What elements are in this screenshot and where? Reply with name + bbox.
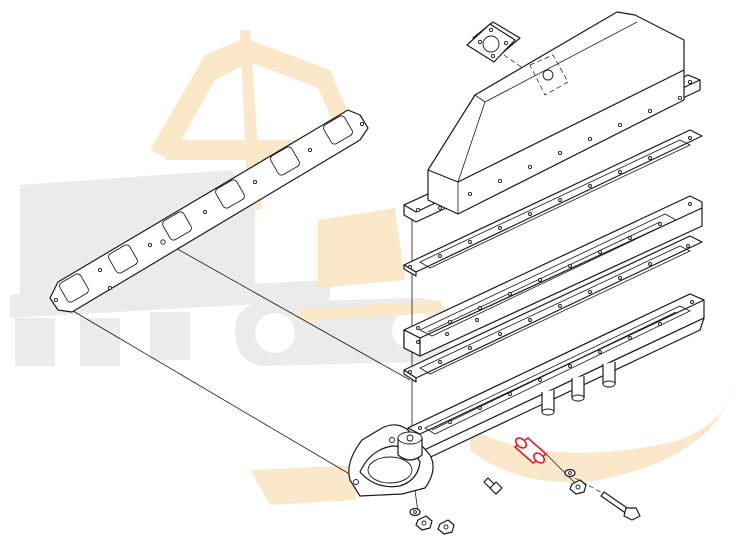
nut xyxy=(415,479,587,535)
cover-gasket xyxy=(403,129,703,277)
bolt xyxy=(483,477,503,495)
spacer-gasket xyxy=(403,235,703,383)
manifold-spacer xyxy=(403,195,703,357)
exhaust-port-gasket xyxy=(49,109,369,313)
manifold-cover xyxy=(403,11,701,223)
manifold-tubes xyxy=(541,362,616,416)
washer xyxy=(409,468,576,517)
highlighted-sleeve xyxy=(513,436,548,465)
long-bolt xyxy=(600,491,641,521)
gasket-ports xyxy=(59,115,353,303)
cover-bolt-holes xyxy=(415,79,693,213)
manifold-body xyxy=(348,293,705,497)
